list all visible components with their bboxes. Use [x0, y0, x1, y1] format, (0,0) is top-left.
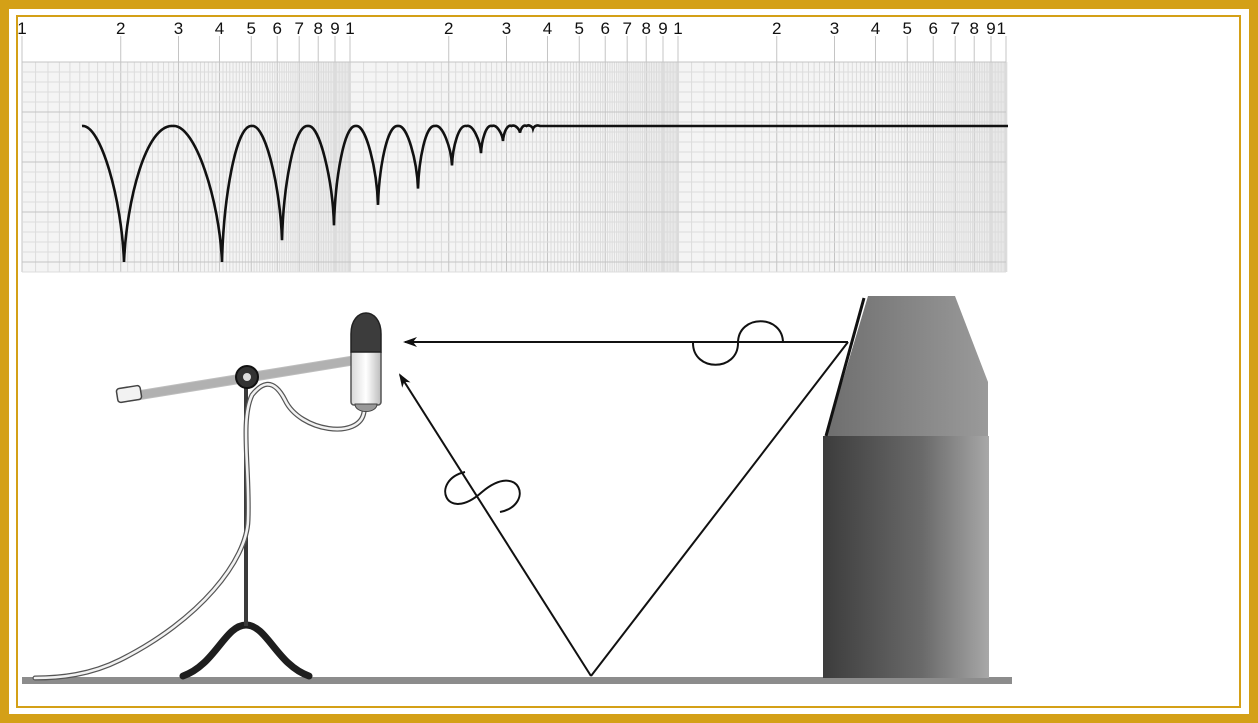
frequency-tick-label: 6 [928, 19, 937, 38]
frequency-tick-label: 1 [345, 19, 354, 38]
frequency-tick-label: 4 [871, 19, 880, 38]
speaker-cabinet-body [823, 436, 989, 678]
frequency-tick-label: 1 [997, 19, 1006, 38]
direct-sound-wave [692, 320, 784, 366]
frequency-tick-label: 7 [294, 19, 303, 38]
frequency-tick-label: 4 [543, 19, 552, 38]
comb-filter-curve [81, 124, 1008, 263]
microphone-body [350, 349, 382, 406]
frequency-tick-label: 7 [622, 19, 631, 38]
frequency-tick-label: 8 [641, 19, 650, 38]
boom-counterweight [115, 384, 143, 404]
frequency-tick-label: 6 [600, 19, 609, 38]
mic-stand-icon [115, 355, 357, 680]
floor-line [22, 677, 1012, 684]
reflection-path-down [590, 341, 849, 677]
frequency-tick-label: 2 [772, 19, 781, 38]
frequency-tick-label: 3 [174, 19, 183, 38]
frequency-tick-label: 9 [986, 19, 995, 38]
speaker-cabinet-icon [823, 296, 989, 678]
frequency-tick-label: 9 [658, 19, 667, 38]
microphone-icon [350, 312, 382, 412]
reflected-sound-arrow [398, 373, 592, 677]
mic-cable [32, 381, 367, 681]
frequency-tick-label: 1 [17, 19, 26, 38]
frequency-tick-label: 2 [444, 19, 453, 38]
frequency-tick-label: 7 [950, 19, 959, 38]
microphone-connector [354, 403, 378, 412]
frequency-tick-label: 3 [502, 19, 511, 38]
frequency-tick-label: 9 [330, 19, 339, 38]
frequency-tick-label: 8 [313, 19, 322, 38]
speaker-cabinet-baffle [824, 297, 866, 437]
frequency-tick-label: 4 [215, 19, 224, 38]
frequency-tick-label: 6 [272, 19, 281, 38]
frequency-tick-label: 5 [247, 19, 256, 38]
reflected-sound-wave [444, 471, 521, 513]
frequency-tick-label: 5 [903, 19, 912, 38]
frequency-tick-label: 3 [830, 19, 839, 38]
speaker-cabinet-top [825, 296, 988, 440]
inner-gold-frame [16, 15, 1241, 708]
frequency-tick-label: 8 [969, 19, 978, 38]
microphone-grille [350, 312, 382, 353]
mic-stand-base [179, 621, 313, 680]
frequency-tick-label: 2 [116, 19, 125, 38]
sound-paths [398, 320, 849, 677]
frequency-tick-label: 1 [673, 19, 682, 38]
frequency-tick-label: 5 [575, 19, 584, 38]
graph-grid [21, 36, 1007, 273]
